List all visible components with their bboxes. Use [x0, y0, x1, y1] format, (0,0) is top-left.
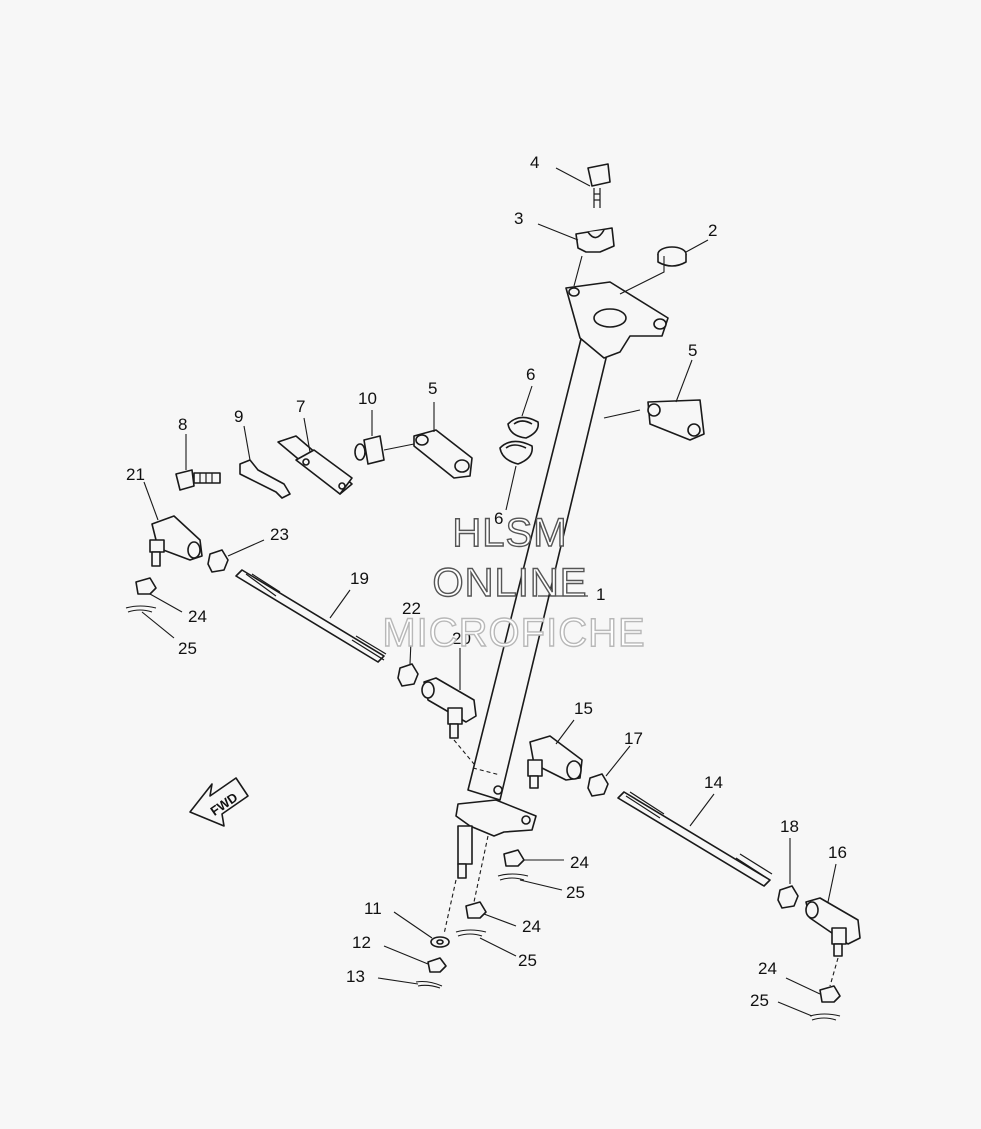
callout-25-right: 25: [750, 991, 769, 1010]
leader-lines: [141, 167, 839, 1017]
plate[interactable]: [277, 435, 353, 495]
nut-23[interactable]: [207, 549, 229, 573]
circlip-lower[interactable]: [499, 440, 534, 465]
bearing-holder-right[interactable]: [647, 399, 705, 441]
nut-12[interactable]: [427, 957, 447, 973]
callout-6-upper: 6: [526, 365, 535, 384]
callout-23: 23: [270, 525, 289, 544]
watermark: HLSM ONLINE MICROFICHE: [382, 510, 646, 655]
watermark-line-3: MICROFICHE: [382, 611, 645, 655]
callout-5-right: 5: [688, 341, 697, 360]
tie-rod-end-16[interactable]: [805, 897, 861, 957]
callout-22: 22: [402, 599, 421, 618]
castle-nut-right[interactable]: [819, 985, 841, 1003]
callout-24-left: 24: [188, 607, 207, 626]
circlip-upper[interactable]: [507, 416, 540, 439]
forward-arrow-icon: FWD: [189, 777, 249, 827]
tie-rod-19[interactable]: [235, 569, 387, 663]
bolt-left[interactable]: [175, 469, 221, 491]
callout-4: 4: [530, 153, 539, 172]
callout-16: 16: [828, 843, 847, 862]
bearing-holder-left[interactable]: [413, 429, 473, 479]
tie-rod-end-20[interactable]: [421, 677, 477, 739]
cotter-pin-center-lower[interactable]: [455, 929, 487, 937]
cap[interactable]: [657, 246, 687, 267]
castle-nut-left[interactable]: [135, 577, 157, 595]
callout-12: 12: [352, 933, 371, 952]
callout-10: 10: [358, 389, 377, 408]
callout-18: 18: [780, 817, 799, 836]
callout-24-right: 24: [758, 959, 777, 978]
callout-3: 3: [514, 209, 523, 228]
callout-13: 13: [346, 967, 365, 986]
nut-17[interactable]: [587, 773, 609, 797]
callout-15: 15: [574, 699, 593, 718]
castle-nut-center-lower[interactable]: [465, 901, 487, 919]
callout-2: 2: [708, 221, 717, 240]
watermark-line-1: HLSM: [452, 511, 567, 555]
callout-21: 21: [126, 465, 145, 484]
callout-labels: 1 2 3 4 5 5 6 6 7 8 9 10 11 12 13 14 15 …: [126, 153, 847, 1010]
washer-11[interactable]: [430, 936, 450, 948]
callout-24-center-lower: 24: [522, 917, 541, 936]
cotter-pin-right[interactable]: [809, 1013, 841, 1021]
castle-nut-center-upper[interactable]: [503, 849, 525, 867]
tie-rod-end-21[interactable]: [149, 515, 203, 567]
steering-column[interactable]: [455, 281, 669, 879]
callout-7: 7: [296, 397, 305, 416]
callout-25-center-lower: 25: [518, 951, 537, 970]
watermark-line-2: ONLINE: [433, 561, 588, 605]
nut-22[interactable]: [397, 663, 419, 687]
holder-clamp[interactable]: [575, 227, 615, 253]
cotter-pin-left[interactable]: [125, 605, 157, 613]
lock-washer[interactable]: [239, 459, 291, 499]
bolt-top[interactable]: [587, 163, 611, 208]
callout-25-center-upper: 25: [566, 883, 585, 902]
callout-6-lower: 6: [494, 509, 503, 528]
callout-14: 14: [704, 773, 723, 792]
callout-19: 19: [350, 569, 369, 588]
callout-1: 1: [596, 585, 605, 604]
tie-rod-14[interactable]: [617, 791, 773, 887]
callout-8: 8: [178, 415, 187, 434]
cotter-pin-center-upper[interactable]: [497, 873, 529, 881]
callout-9: 9: [234, 407, 243, 426]
nut-18[interactable]: [777, 885, 799, 909]
callout-20: 20: [452, 629, 471, 648]
callout-24-center-upper: 24: [570, 853, 589, 872]
callout-25-left: 25: [178, 639, 197, 658]
cotter-pin-13[interactable]: [415, 980, 443, 989]
callout-5-left: 5: [428, 379, 437, 398]
callout-17: 17: [624, 729, 643, 748]
callout-11: 11: [364, 899, 382, 918]
collar[interactable]: [354, 435, 385, 465]
tie-rod-end-15[interactable]: [527, 735, 583, 789]
